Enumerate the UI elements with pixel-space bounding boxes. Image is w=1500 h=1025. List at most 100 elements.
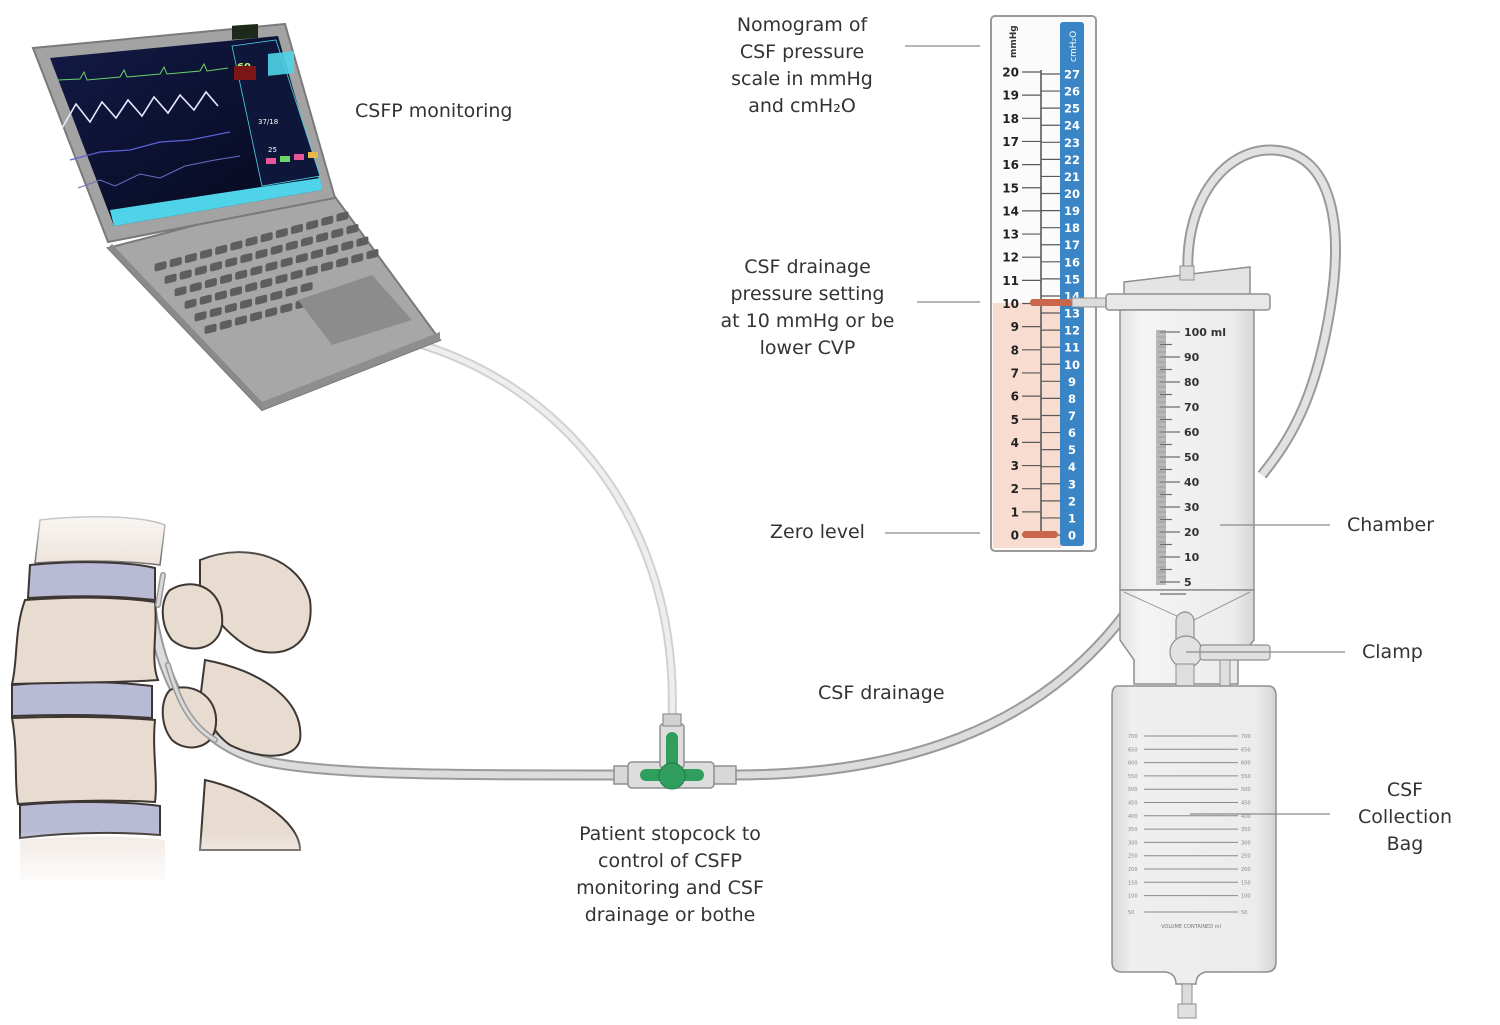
label-collection-bag: CSF Collection Bag [1345, 777, 1465, 858]
keyboard-key [255, 248, 268, 259]
bag-tick-label-right: 350 [1241, 827, 1251, 833]
mmhg-tick-label: 14 [1002, 204, 1019, 218]
pressure-nomogram: mmHg cmH₂O 20191817161514131211109876543… [990, 15, 1115, 552]
respiratory-waveform [69, 131, 231, 161]
stopcock-handle-vertical [666, 732, 678, 772]
keyboard-key [209, 307, 222, 318]
keyboard-key [235, 269, 248, 280]
bag-tick-label-right: 500 [1241, 787, 1251, 793]
keyboard-key [280, 303, 293, 314]
keyboard-key [336, 257, 349, 268]
keyboard-key [164, 273, 177, 284]
bag-tick-label-left: 700 [1128, 734, 1138, 740]
mmhg-tick-label: 12 [1002, 251, 1019, 265]
bag-body [1111, 685, 1277, 985]
mmhg-tick-label: 8 [1011, 343, 1019, 357]
chamber-tick-label: 20 [1184, 526, 1200, 539]
cmh2o-tick-label: 18 [1064, 221, 1080, 235]
mmhg-tick-label: 18 [1002, 112, 1019, 126]
bag-tick-label-right: 250 [1241, 854, 1251, 860]
stopcock-hub [658, 762, 686, 790]
label-line: and cmH₂O [748, 95, 856, 117]
readout-a: 37/18 [258, 118, 278, 126]
keyboard-key [240, 298, 253, 309]
keyboard-key [224, 302, 237, 314]
keyboard-key [189, 282, 202, 293]
cmh2o-tick-label: 6 [1068, 426, 1076, 440]
patient-stopcock[interactable] [613, 713, 737, 790]
label-drainage-setting: CSF drainage pressure setting at 10 mmHg… [705, 254, 910, 362]
keyboard-key [310, 248, 323, 260]
label-line: pressure setting [730, 283, 885, 305]
keyboard-key [356, 236, 369, 247]
bag-tick-label-right: 450 [1241, 801, 1251, 807]
bag-tick-label-right: 650 [1241, 747, 1251, 753]
bag-tick-label-left: 250 [1128, 854, 1138, 860]
keyboard-key [316, 232, 329, 243]
keyboard-key [179, 269, 192, 280]
keyboard-key [204, 277, 217, 289]
cmh2o-tick-label: 16 [1064, 255, 1080, 269]
laptop-monitor: 60 37/18 25 [31, 22, 442, 412]
bag-tick-label-left: 300 [1128, 840, 1138, 846]
bag-tick-label-right: 400 [1241, 814, 1251, 820]
label-clamp: Clamp [1362, 641, 1423, 663]
chamber-tick-label: 60 [1184, 426, 1200, 439]
keyboard-key [260, 278, 273, 289]
heart-rate-box [232, 23, 258, 40]
cmh2o-tick-label: 9 [1068, 375, 1076, 389]
bag-tick-label-left: 450 [1128, 801, 1138, 807]
keyboard-key [255, 294, 268, 305]
keyboard-key [336, 211, 349, 222]
mmhg-tick-label: 20 [1002, 66, 1019, 80]
cmh2o-tick-label: 17 [1064, 238, 1080, 252]
secondary-waveform [77, 155, 241, 189]
cmh2o-unit-label: cmH₂O [1069, 31, 1079, 62]
keyboard-key [245, 236, 258, 247]
mmhg-tick-label: 3 [1011, 459, 1019, 473]
label-line: scale in mmHg [731, 68, 873, 90]
keyboard-key [280, 257, 293, 268]
keyboard-key [225, 257, 238, 268]
keyboard-key [194, 311, 207, 322]
drain-cap [1177, 1003, 1197, 1019]
cmh2o-tick-label: 4 [1068, 460, 1076, 474]
keyboard-key [215, 244, 228, 255]
keyboard-key [240, 253, 253, 264]
pressure-waveform [61, 90, 219, 129]
drainage-setting-marker[interactable] [1030, 299, 1072, 306]
keyboard-key [320, 261, 333, 272]
bag-tick-label-left: 600 [1128, 761, 1138, 767]
mmhg-tick-label: 4 [1011, 436, 1019, 450]
keyboard-key [265, 261, 278, 272]
cmh2o-tick-label: 8 [1068, 392, 1076, 406]
zero-level-marker [1022, 531, 1058, 538]
chamber-tick-label: 10 [1184, 551, 1200, 564]
keyboard-key [169, 257, 182, 268]
keyboard-key [204, 323, 217, 334]
label-stopcock: Patient stopcock to control of CSFP moni… [555, 821, 785, 929]
bag-tick-label-right: 150 [1241, 880, 1251, 886]
label-line: CSF pressure [739, 41, 865, 63]
label-line: Collection [1358, 806, 1452, 828]
keyboard-key [305, 265, 318, 276]
cmh2o-strip [1060, 22, 1084, 546]
keyboard-key [230, 286, 243, 297]
keyboard-key [194, 265, 207, 276]
cmh2o-tick-label: 19 [1064, 204, 1080, 218]
label-csf-drainage: CSF drainage [818, 682, 945, 704]
bag-tick-label-right: 200 [1241, 867, 1251, 873]
chamber-tick-label: 70 [1184, 401, 1200, 414]
label-zero-level: Zero level [770, 521, 865, 543]
keyboard [154, 211, 379, 334]
mmhg-unit-label: mmHg [1009, 25, 1019, 58]
cmh2o-tick-label: 27 [1064, 68, 1080, 82]
label-line: at 10 mmHg or be [720, 310, 895, 332]
label-line: CSF drainage [744, 256, 871, 278]
bag-tick-label-left: 400 [1128, 814, 1138, 820]
keyboard-key [174, 286, 187, 297]
keyboard-key [250, 311, 263, 322]
bag-tick-label-left: 550 [1128, 774, 1138, 780]
